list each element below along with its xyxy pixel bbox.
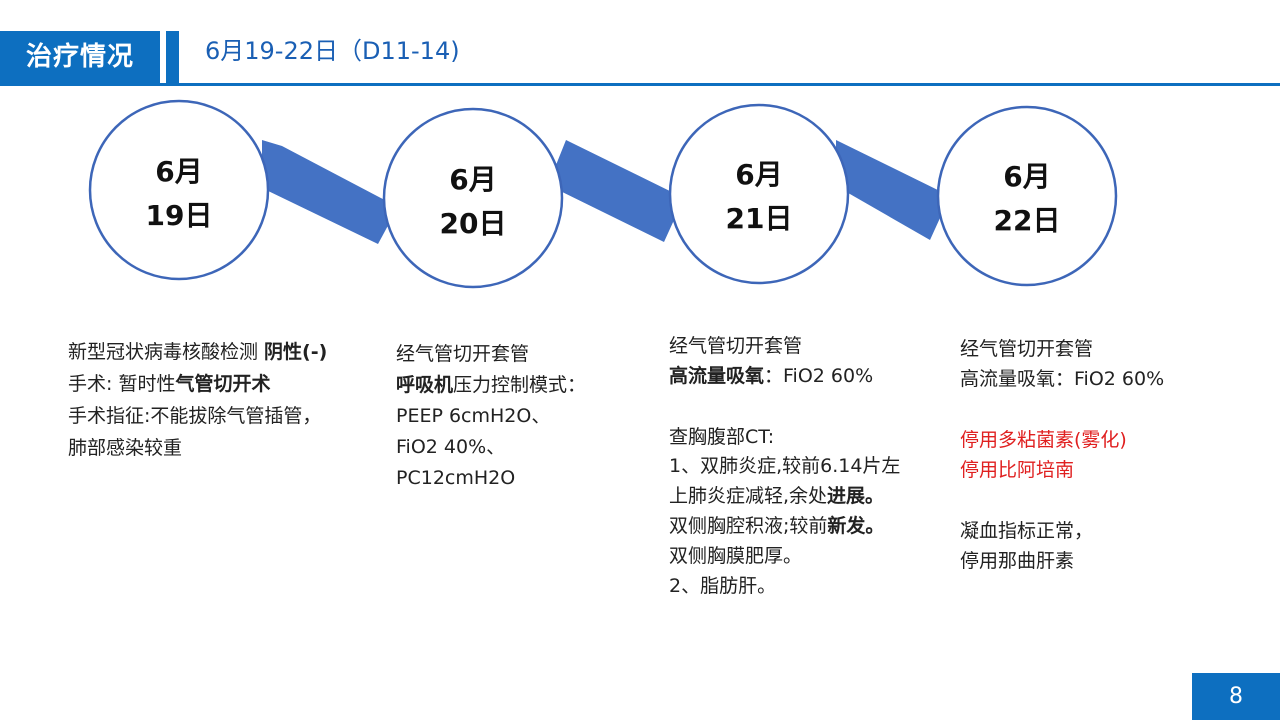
date-month: 6月 (449, 163, 497, 196)
note-text: 肺部感染较重 (68, 437, 183, 459)
timeline-connector-2 (548, 140, 684, 242)
note-text: 手术指征:不能拔除气管插管， (68, 405, 322, 427)
note-line (960, 394, 1164, 425)
note-line: 2、脂肪肝。 (669, 572, 900, 602)
note-line: 停用那曲肝素 (960, 546, 1164, 576)
note-text: 手术: 暂时性 (68, 373, 176, 395)
note-emphasis: 气管切开术 (175, 373, 271, 395)
note-text: FiO2 40%、 (396, 436, 506, 458)
date-label-4: 6月 22日 (937, 155, 1117, 243)
note-line (669, 392, 900, 423)
note-line: 停用比阿培南 (960, 455, 1164, 485)
day-notes-jun19: 新型冠状病毒核酸检测 阴性(-)手术: 暂时性气管切开术手术指征:不能拔除气管插… (68, 336, 327, 464)
note-text: 双侧胸腔积液;较前 (669, 514, 828, 537)
note-line: 高流量吸氧：FiO2 60% (960, 364, 1164, 394)
note-emphasis: 呼吸机 (396, 374, 454, 396)
note-text: 2、脂肪肝。 (669, 574, 777, 597)
note-line: 双侧胸腔积液;较前新发。 (669, 512, 900, 542)
note-text: 新型冠状病毒核酸检测 (68, 341, 265, 363)
day-notes-jun22: 经气管切开套管高流量吸氧：FiO2 60% 停用多粘菌素(雾化) 停用比阿培南凝血指… (960, 334, 1164, 576)
section-title: 治疗情况 (0, 31, 160, 83)
note-line: FiO2 40%、 (396, 432, 586, 463)
note-line: 停用多粘菌素(雾化) (960, 425, 1164, 455)
date-month: 6月 (735, 158, 783, 191)
page-number: 8 (1192, 673, 1280, 720)
date-day: 20日 (439, 207, 507, 240)
note-line: 上肺炎症减轻,余处进展。 (669, 482, 900, 512)
page-subtitle: 6月19-22日（D11-14) (205, 37, 460, 65)
timeline-connector-3 (836, 140, 950, 240)
note-line: 高流量吸氧：FiO2 60% (669, 362, 900, 392)
note-line: 经气管切开套管 (960, 334, 1164, 364)
note-alert: 停用比阿培南 (960, 459, 1075, 481)
day-notes-jun20: 经气管切开套管呼吸机压力控制模式：PEEP 6cmH2O、FiO2 40%、PC… (396, 339, 586, 494)
note-line: 经气管切开套管 (396, 339, 586, 370)
timeline-node-2 (382, 107, 564, 289)
note-line: PC12cmH2O (396, 463, 586, 494)
note-line (960, 485, 1164, 516)
note-line: 手术指征:不能拔除气管插管， (68, 400, 327, 432)
note-text: 停用那曲肝素 (960, 550, 1075, 572)
note-line: 查胸腹部CT: (669, 423, 900, 453)
note-line: 呼吸机压力控制模式： (396, 370, 586, 401)
note-text: 压力控制模式： (453, 374, 587, 396)
note-line: 新型冠状病毒核酸检测 阴性(-) (68, 336, 327, 368)
note-text: 经气管切开套管 (669, 335, 803, 357)
note-text: ：FiO2 60% (764, 364, 874, 387)
note-line: 手术: 暂时性气管切开术 (68, 368, 327, 400)
note-text: 双侧胸膜肥厚。 (669, 544, 803, 567)
note-line: 凝血指标正常， (960, 516, 1164, 546)
note-line: 经气管切开套管 (669, 332, 900, 362)
date-label-1: 6月 19日 (89, 150, 269, 238)
note-emphasis: 新发。 (827, 514, 885, 537)
date-day: 21日 (725, 202, 793, 235)
timeline-graphic (88, 99, 1118, 289)
timeline-node-4 (936, 105, 1118, 287)
note-line: 双侧胸膜肥厚。 (669, 542, 900, 572)
note-text: PC12cmH2O (396, 467, 516, 489)
date-label-2: 6月 20日 (383, 158, 563, 246)
date-label-3: 6月 21日 (669, 153, 849, 241)
note-alert: 停用多粘菌素(雾化) (960, 429, 1127, 451)
note-text: 高流量吸氧：FiO2 60% (960, 368, 1165, 390)
note-text: 1、双肺炎症,较前6.14片左 (669, 455, 901, 478)
date-month: 6月 (155, 155, 203, 188)
day-notes-jun21: 经气管切开套管高流量吸氧：FiO2 60%查胸腹部CT:1、双肺炎症,较前6.1… (669, 332, 900, 601)
note-text: 经气管切开套管 (396, 343, 530, 365)
note-text: 凝血指标正常， (960, 520, 1094, 542)
header-accent-bar (166, 31, 179, 83)
note-text: 查胸腹部CT: (669, 425, 775, 448)
header-divider (0, 83, 1280, 86)
note-text: PEEP 6cmH2O、 (396, 405, 551, 427)
note-line: PEEP 6cmH2O、 (396, 401, 586, 432)
note-line: 肺部感染较重 (68, 432, 327, 464)
timeline-connector-1 (262, 140, 398, 244)
timeline-node-1 (88, 99, 270, 281)
note-line: 1、双肺炎症,较前6.14片左 (669, 452, 900, 482)
note-text: 上肺炎症减轻,余处 (669, 485, 828, 508)
date-month: 6月 (1003, 160, 1051, 193)
note-emphasis: 进展。 (827, 485, 885, 508)
date-day: 22日 (993, 204, 1061, 237)
note-text: 经气管切开套管 (960, 338, 1094, 360)
note-emphasis: 阴性(-) (264, 341, 328, 363)
date-day: 19日 (145, 199, 213, 232)
note-emphasis: 高流量吸氧 (669, 364, 765, 387)
timeline-node-3 (668, 103, 850, 285)
